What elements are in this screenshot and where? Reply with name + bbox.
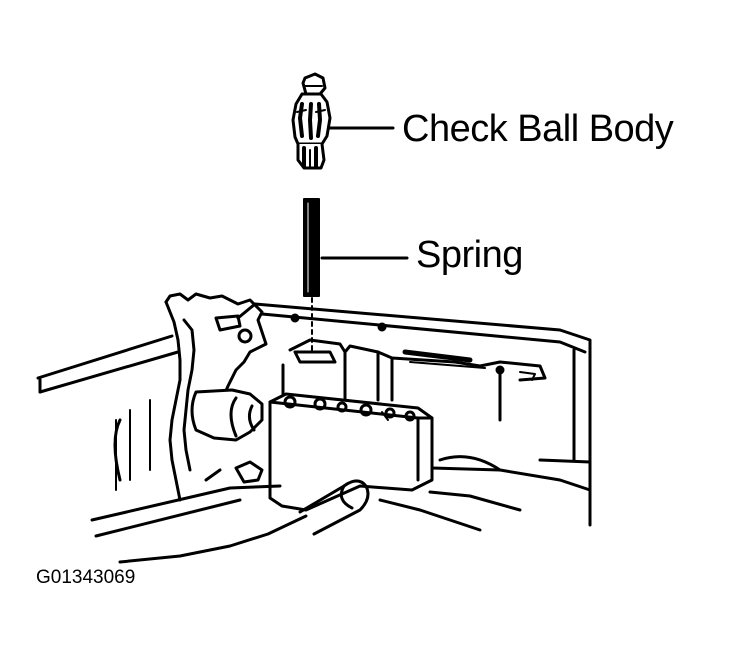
spring-label: Spring	[416, 234, 523, 276]
check-ball-body-part	[291, 72, 332, 170]
spring-part	[303, 198, 320, 297]
check-ball-body-label: Check Ball Body	[402, 108, 674, 150]
figure-id: G01343069	[36, 567, 136, 588]
transmission-case	[36, 292, 592, 564]
